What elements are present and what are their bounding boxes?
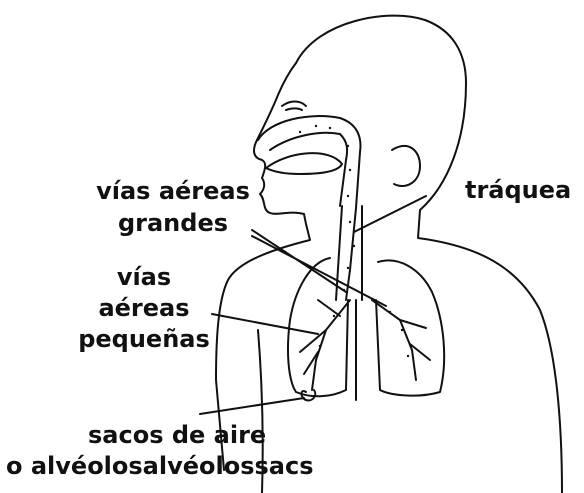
label-small-airways-line3: pequeñas (74, 324, 214, 354)
pointer-trachea (354, 196, 426, 232)
label-air-sacs-line1: sacos de aire (88, 420, 266, 450)
pointer-alveoli (200, 398, 304, 414)
eye (282, 102, 306, 107)
left-lung (288, 258, 348, 396)
pointer-small (212, 314, 318, 334)
label-small-airways-line2: aéreas (74, 293, 214, 323)
mouth-cavity (266, 153, 342, 174)
bronchi (312, 300, 350, 390)
body-outline (296, 16, 562, 493)
label-large-airways-line2: grandes (78, 208, 268, 238)
label-air-sacs-line2: o alvéolosalvéolossacs (6, 451, 314, 481)
ear (392, 146, 420, 186)
label-trachea: tráquea (465, 175, 571, 205)
pointer-large-2 (252, 236, 386, 306)
label-large-airways-line1: vías aéreas (78, 176, 268, 206)
right-lung (376, 260, 444, 395)
label-small-airways-line1: vías (74, 262, 214, 292)
